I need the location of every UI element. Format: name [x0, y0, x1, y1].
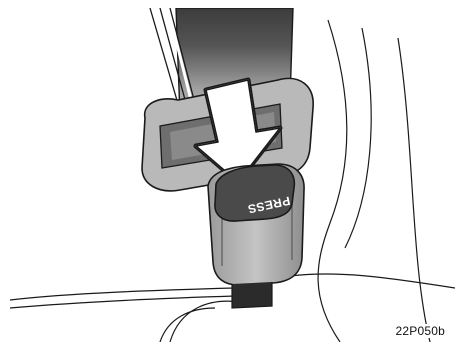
seat-belt-release-illustration: PRESS 22P050b: [10, 8, 455, 342]
release-button: PRESS: [215, 165, 294, 221]
buckle-drawing: PRESS: [10, 8, 455, 342]
figure-code: 22P050b: [392, 324, 447, 338]
